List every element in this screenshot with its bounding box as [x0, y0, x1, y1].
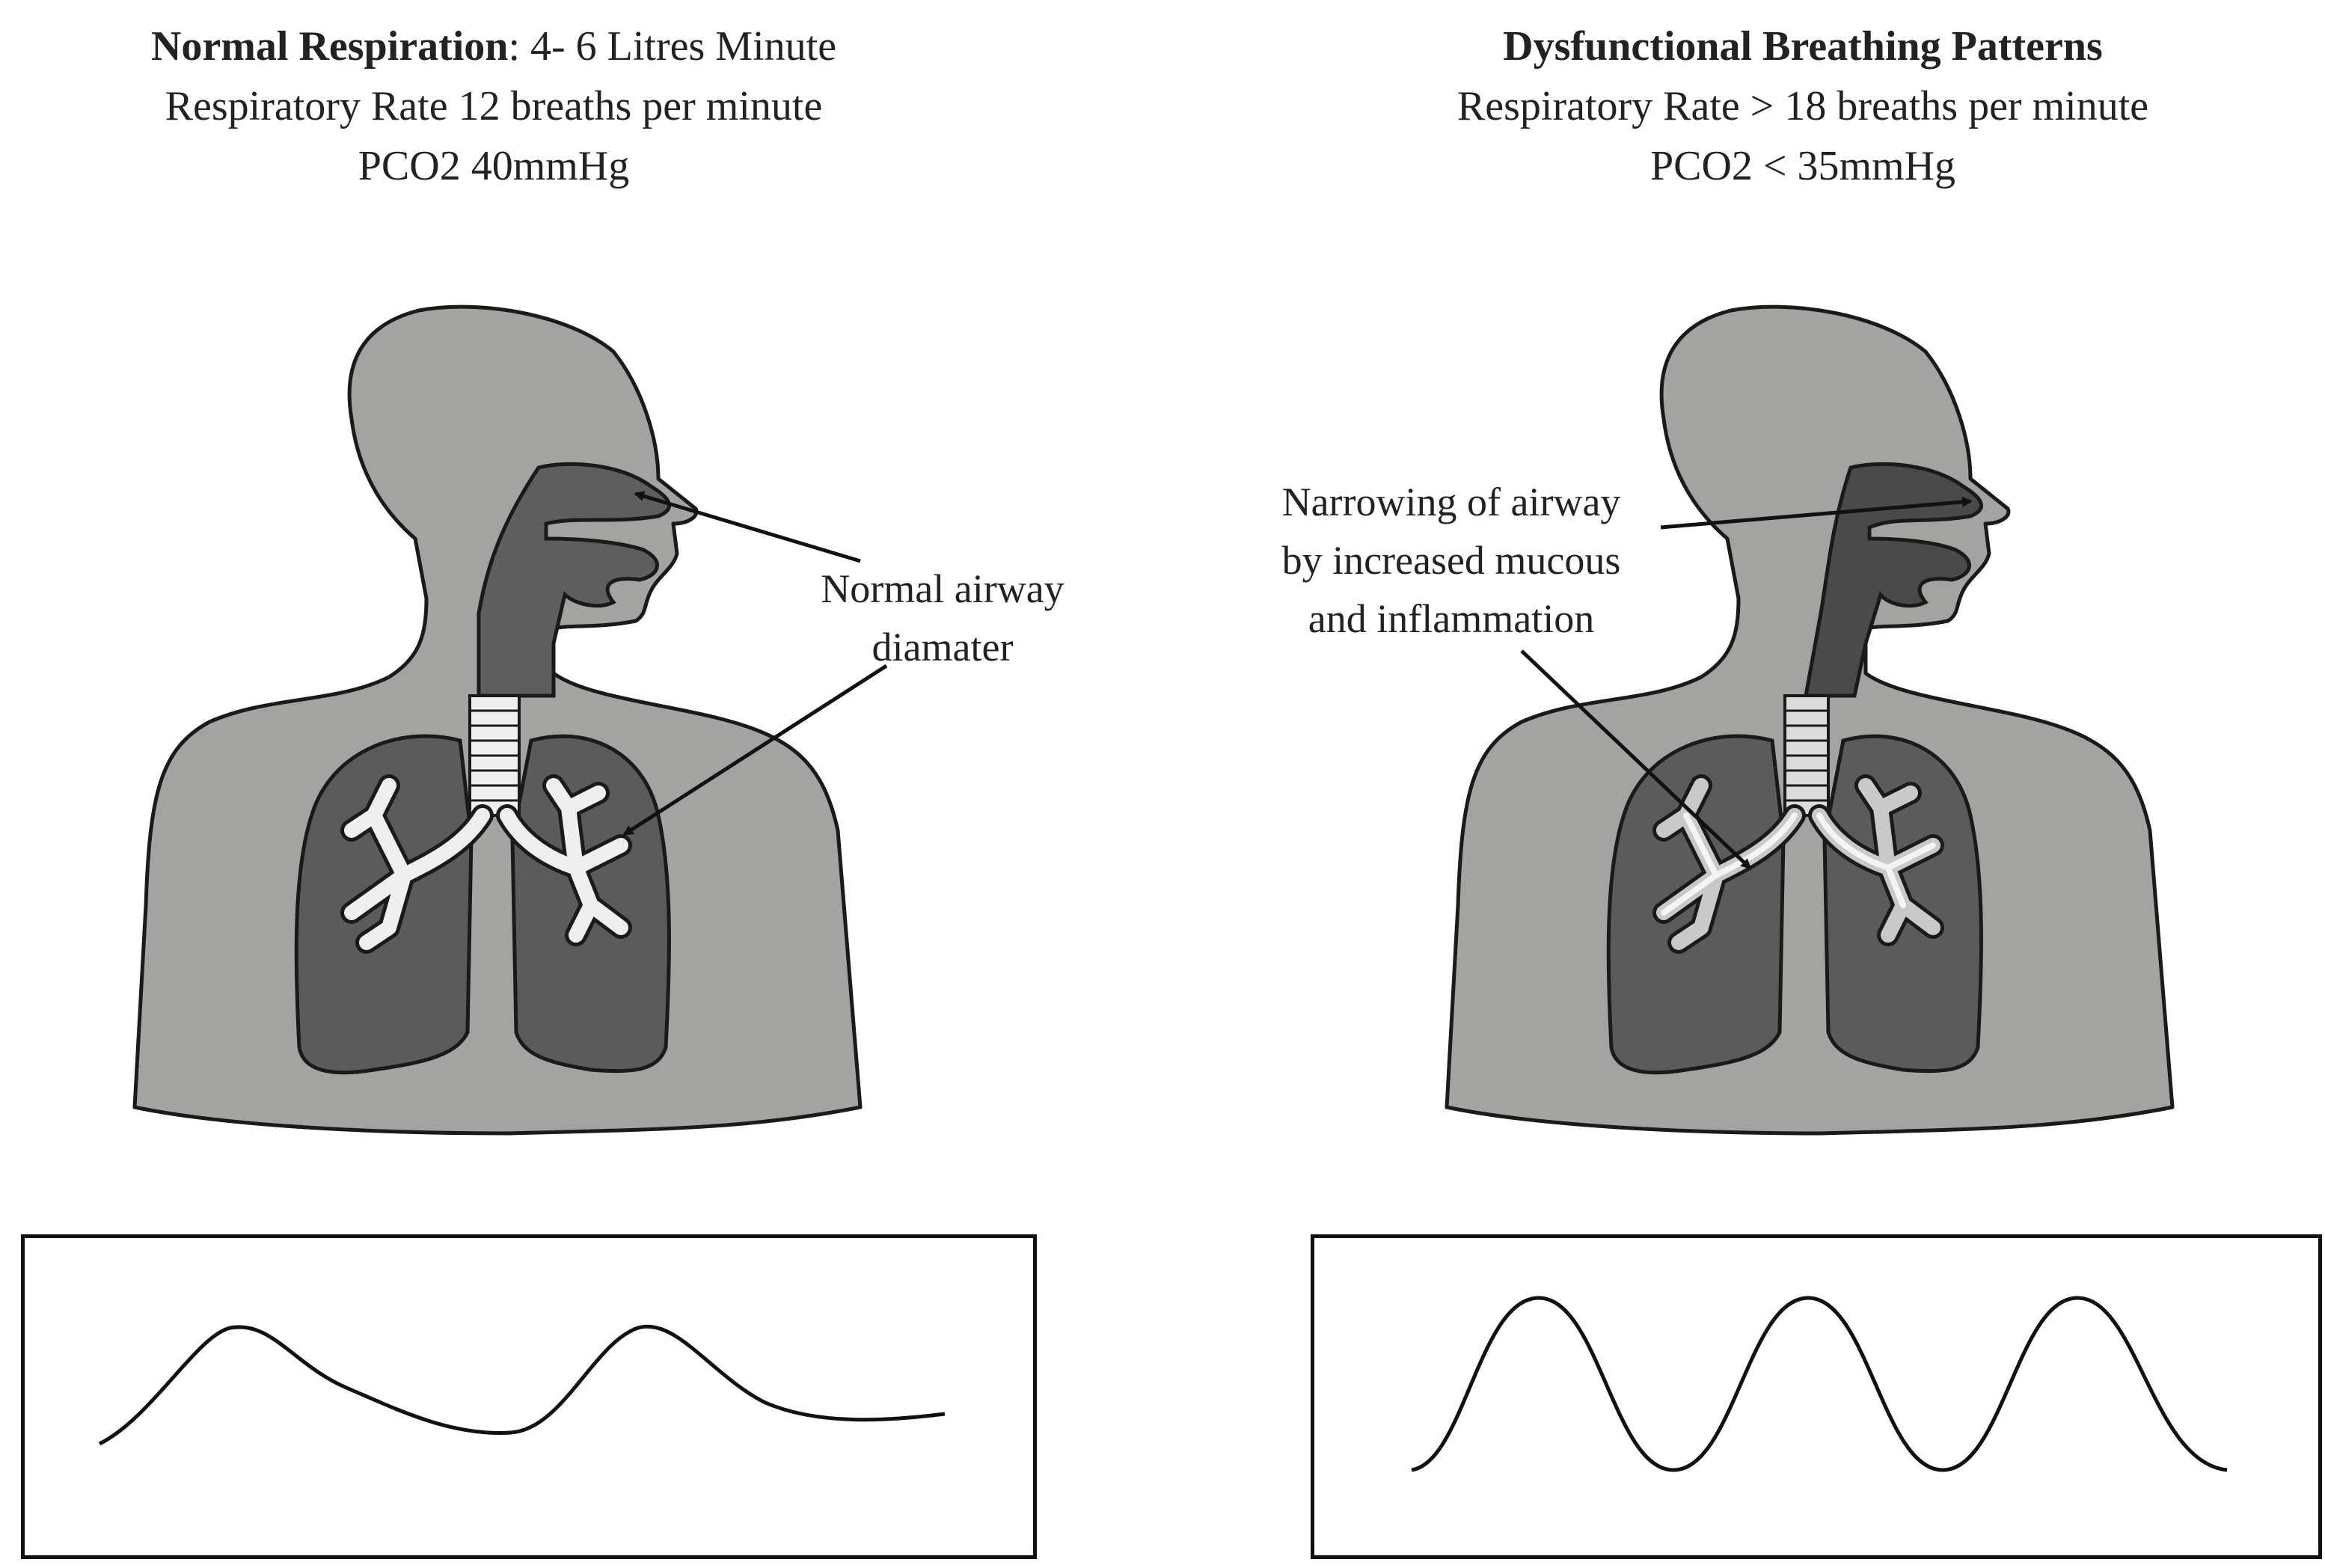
normal-title-line: Normal Respiration: 4- 6 Litres Minute — [45, 16, 943, 76]
normal-title-bold: Normal Respiration — [150, 23, 509, 70]
dysfunctional-breathing-waveform — [1411, 1296, 2228, 1472]
normal-breathing-curve — [98, 1324, 946, 1446]
normal-upper-airway — [477, 462, 671, 698]
normal-bronchi — [344, 778, 628, 950]
dysfunctional-title-bold: Dysfunctional Breathing Patterns — [1503, 23, 2103, 70]
dysfunctional-breathing-waveform-box — [1311, 1234, 2322, 1559]
normal-title-rest: : 4- 6 Litres Minute — [508, 23, 837, 70]
narrowing-airway-annotation: Narrowing of airway by increased mucous … — [1219, 473, 1683, 648]
normal-breathing-waveform — [98, 1324, 946, 1446]
dysfunctional-title-line: Dysfunctional Breathing Patterns — [1302, 16, 2304, 76]
normal-respiration-header: Normal Respiration: 4- 6 Litres Minute R… — [45, 16, 943, 196]
narrow-annotation-line1: Narrowing of airway — [1281, 480, 1621, 524]
normal-figure — [135, 307, 888, 1133]
normal-nose-arrow — [634, 491, 861, 563]
dysfunctional-header: Dysfunctional Breathing Patterns Respira… — [1302, 16, 2304, 196]
normal-annotation-line1: Normal airway — [821, 566, 1065, 611]
normal-pco2-line: PCO2 40mmHg — [358, 143, 630, 189]
normal-airway-annotation: Normal airway diamater — [778, 560, 1107, 676]
normal-bronchi-arrow — [622, 664, 888, 836]
normal-breathing-waveform-box — [21, 1234, 1037, 1559]
dysfunctional-bronchi-arrow — [1520, 649, 1752, 870]
dysfunctional-breathing-curve — [1411, 1296, 2228, 1472]
narrow-annotation-line3: and inflammation — [1308, 596, 1595, 641]
respiratory-illustrations — [0, 0, 2325, 1227]
dysfunctional-trachea-rings — [1785, 709, 1828, 802]
dysfunctional-rate-line: Respiratory Rate > 18 breaths per minute — [1456, 83, 2149, 129]
dysfunctional-right-lung — [1606, 734, 1786, 1075]
normal-annotation-line2: diamater — [872, 625, 1014, 670]
dysfunctional-bronchi-lumen — [1661, 812, 1936, 916]
normal-rate-line: Respiratory Rate 12 breaths per minute — [165, 83, 823, 129]
normal-right-lung — [294, 734, 474, 1075]
dysfunctional-pco2-line: PCO2 < 35mmHg — [1649, 143, 1956, 189]
dysfunctional-figure — [1447, 307, 2172, 1133]
normal-trachea-rings — [470, 709, 519, 802]
narrow-annotation-line2: by increased mucous — [1281, 538, 1621, 583]
dysfunctional-nose-arrow — [1660, 496, 1973, 530]
